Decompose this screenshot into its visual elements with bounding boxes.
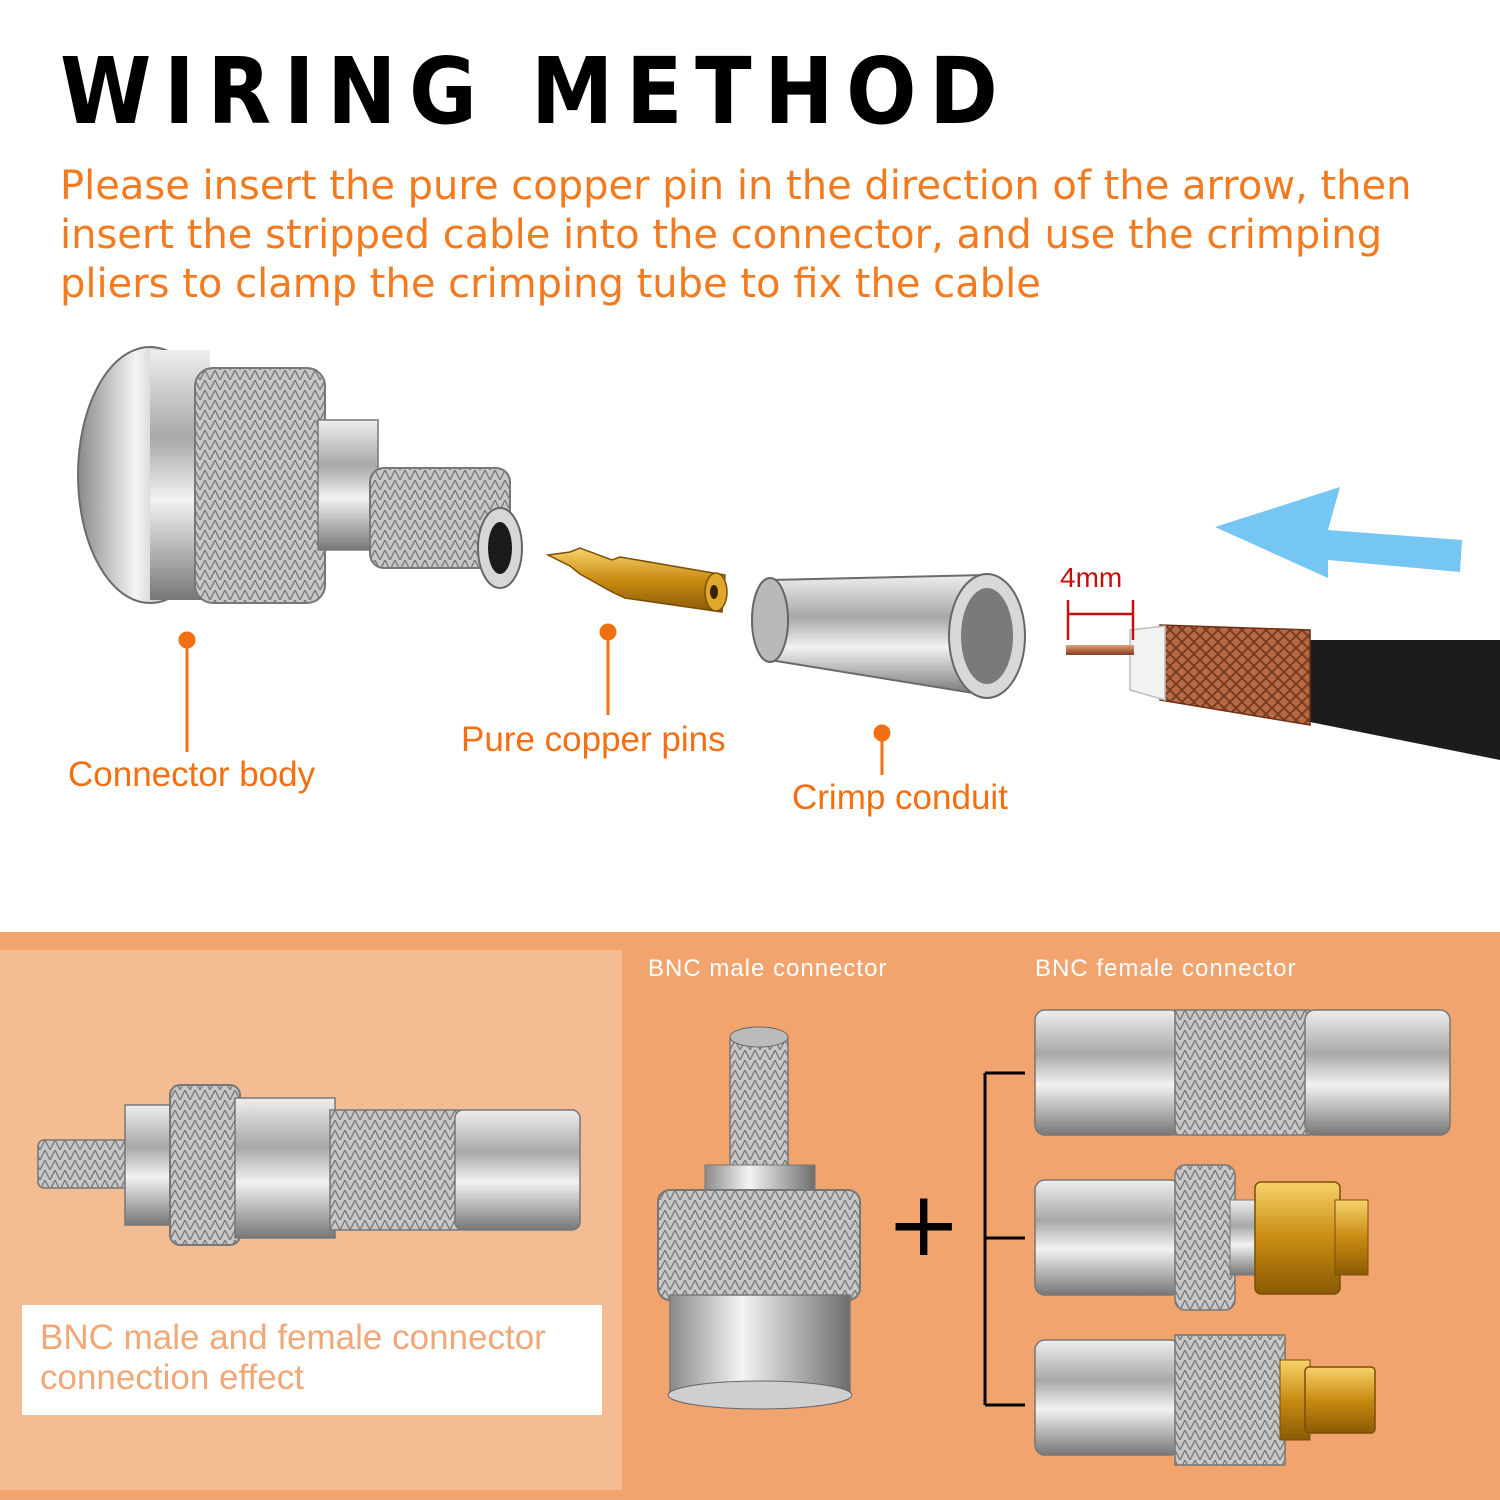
- bnc-female-sma-male-adapter-image: [1034, 1164, 1369, 1311]
- copper-pin-image: [545, 547, 728, 613]
- crimp-conduit-image: [751, 573, 1026, 699]
- crimp-conduit-label: Crimp conduit: [792, 778, 1008, 817]
- connector-body-image: [77, 346, 523, 604]
- bnc-female-label: BNC female connector: [1035, 955, 1297, 982]
- insert-direction-arrow-icon: [1215, 487, 1462, 578]
- copper-pins-label: Pure copper pins: [461, 720, 726, 759]
- plus-icon: +: [886, 1172, 962, 1277]
- mated-connector-image: [37, 1084, 581, 1246]
- strip-length-dimension: [1066, 600, 1135, 640]
- connector-body-label: Connector body: [68, 755, 316, 794]
- strip-length-label: 4mm: [1060, 562, 1123, 593]
- adapter-bracket: [983, 1071, 1025, 1407]
- coax-cable-image: [1066, 624, 1500, 760]
- bnc-female-sma-female-adapter-image: [1034, 1334, 1376, 1466]
- bnc-female-adapter-1-image: [1034, 1009, 1451, 1136]
- label-leaders: [178, 623, 891, 775]
- bnc-male-connector-image: [657, 1026, 861, 1410]
- bnc-male-label: BNC male connector: [648, 955, 888, 982]
- page-title: WIRING METHOD: [60, 38, 1011, 145]
- connection-effect-caption: BNC male and female connector connection…: [40, 1318, 546, 1397]
- instruction-text: Please insert the pure copper pin in the…: [60, 163, 1412, 307]
- caption-box: [22, 1305, 602, 1415]
